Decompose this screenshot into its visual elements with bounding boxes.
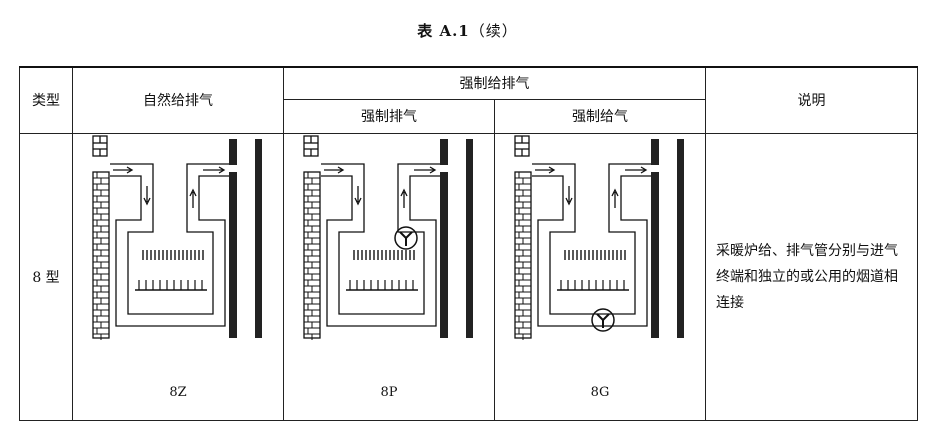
- heater-diagram-8g: [514, 134, 684, 340]
- spec-table: 类型 自然给排气 强制给排气 说明 强制排气 强制给气 8 型 8Z: [19, 66, 918, 421]
- diagram-cell-8g: 8G: [494, 132, 706, 421]
- row-description: 采暖炉给、排气管分别与进气终端和独立的或公用的烟道相连接: [705, 132, 918, 421]
- header-forced: 强制给排气: [283, 66, 706, 100]
- fan-icon: [591, 307, 615, 332]
- brick-wall: [92, 170, 110, 340]
- table-title-label: 表 A.1: [417, 22, 470, 40]
- brick-wall: [514, 170, 532, 340]
- header-natural: 自然给排气: [72, 66, 284, 134]
- diagram-cell-8p: 8P: [283, 132, 495, 421]
- table-title-suffix: （续）: [469, 22, 518, 40]
- header-forced-supply: 强制给气: [494, 98, 706, 134]
- header-note: 说明: [705, 66, 918, 134]
- diagram-cell-8z: 8Z: [72, 132, 284, 421]
- brick-wall: [303, 170, 321, 340]
- caption-8p: 8P: [380, 384, 398, 400]
- header-type: 类型: [19, 66, 73, 134]
- row-type: 8 型: [19, 132, 73, 421]
- heater-diagram-8p: [303, 134, 473, 340]
- header-forced-exhaust: 强制排气: [283, 98, 495, 134]
- caption-8z: 8Z: [169, 384, 187, 400]
- heater-diagram-8z: [92, 134, 262, 340]
- caption-8g: 8G: [590, 384, 610, 400]
- table-title: 表 A.1（续）: [0, 20, 935, 41]
